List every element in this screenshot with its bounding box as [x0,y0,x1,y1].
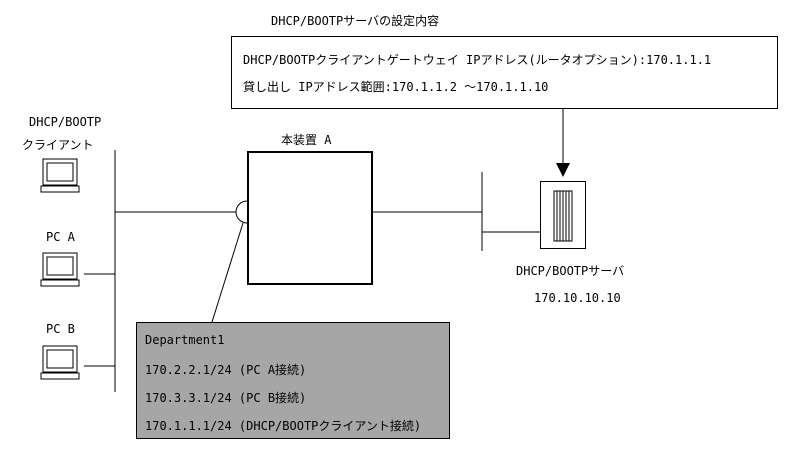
device-label: 本装置 A [281,133,332,147]
arrow-down [556,163,570,177]
department-name: Department1 [145,333,225,347]
pc-a-label: PC A [46,230,75,244]
server-rack-icon [540,181,586,249]
gateway-setting: DHCP/BOOTPクライアントゲートウェイ IPアドレス(ルータオプション):… [243,53,712,67]
server-settings-title: DHCP/BOOTPサーバの設定内容 [271,14,440,28]
department-row: 170.1.1.1/24 (DHCP/BOOTPクライアント接続) [145,419,422,433]
department-box: Department1 170.2.2.1/24 (PC A接続) 170.3.… [136,322,450,439]
department-row: 170.3.3.1/24 (PC B接続) [145,391,307,405]
desktop-pc-icon [40,252,80,287]
desktop-pc-icon [40,345,80,380]
device-box [247,151,373,285]
department-row: 170.2.2.1/24 (PC A接続) [145,363,307,377]
leader-line [211,222,244,323]
server-settings-box: DHCP/BOOTPクライアントゲートウェイ IPアドレス(ルータオプション):… [231,36,778,109]
server-name: DHCP/BOOTPサーバ [516,264,625,278]
range-setting: 貸し出し IPアドレス範囲:170.1.1.2 ～170.1.1.10 [243,80,549,94]
server-ip: 170.10.10.10 [534,291,621,305]
dhcp-client-label-line2: クライアント [22,138,94,152]
desktop-pc-icon [40,158,80,193]
dhcp-client-label-line1: DHCP/BOOTP [29,115,102,129]
pc-b-label: PC B [46,322,75,336]
